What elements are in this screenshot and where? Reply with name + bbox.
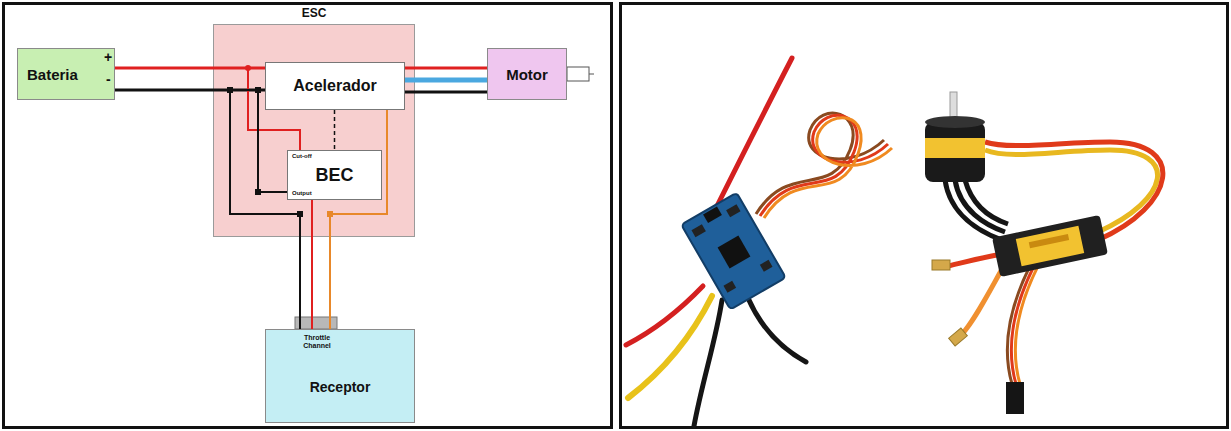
motor-shaft (567, 67, 589, 81)
wire (405, 91, 487, 94)
motor-box: Motor (487, 48, 567, 100)
throttle-label: Acelerador (293, 77, 377, 95)
receiver-box: Throttle ChannelReceptor (265, 329, 415, 423)
channel-label: Throttle Channel (297, 334, 337, 350)
bec-box: Cut-offBECOutput (287, 150, 382, 200)
pin-label: Output (292, 190, 312, 197)
bec-label: BEC (315, 165, 353, 186)
polarity-sign: - (106, 71, 111, 87)
battery-label: Bateria (27, 66, 78, 83)
connector-block (295, 317, 337, 329)
receiver-label: Receptor (310, 379, 371, 395)
motor-shaft (589, 74, 594, 75)
motor-label: Motor (506, 66, 548, 83)
polarity-sign: + (104, 49, 112, 65)
esc-photo-small (626, 58, 892, 426)
battery-box: Bateria (17, 48, 115, 100)
throttle-box: Acelerador (265, 62, 405, 110)
wire (405, 67, 487, 70)
wire-bundle (405, 68, 487, 92)
right-panel (619, 2, 1229, 429)
esc-box: ESCAceleradorCut-offBECOutput (213, 24, 415, 237)
wire (405, 78, 487, 83)
esc-title: ESC (214, 6, 414, 20)
pin-label: Cut-off (292, 153, 312, 160)
motor-esc-photo (925, 92, 1163, 414)
